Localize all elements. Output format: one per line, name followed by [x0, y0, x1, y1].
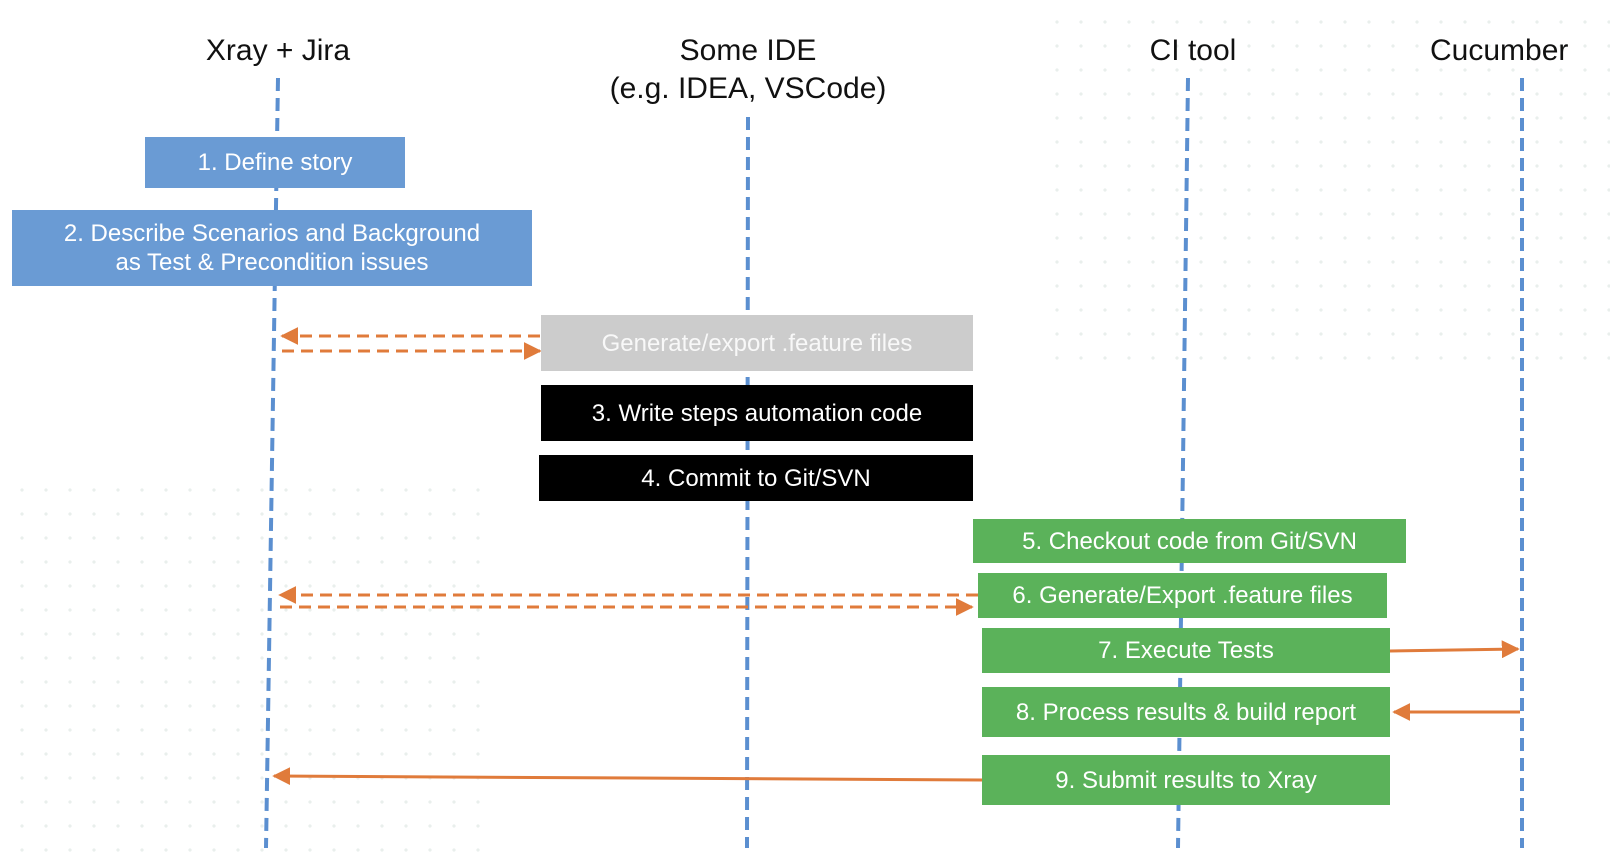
step-6-generate-export: 6. Generate/Export .feature files	[978, 573, 1387, 618]
step-4-commit: 4. Commit to Git/SVN	[539, 455, 973, 501]
step-4-label: 4. Commit to Git/SVN	[641, 464, 871, 492]
step-7-execute-tests: 7. Execute Tests	[982, 628, 1390, 673]
step-3-label: 3. Write steps automation code	[591, 399, 923, 427]
lane-title-ide-line2: (e.g. IDEA, VSCode)	[609, 72, 887, 105]
step-1-define-story: 1. Define story	[145, 137, 405, 188]
step-generate-export-feature: Generate/export .feature files	[541, 315, 973, 371]
lane-title-ci: CI tool	[1149, 34, 1237, 67]
step-6-label: 6. Generate/Export .feature files	[1012, 582, 1353, 609]
step-2-label-line1: 2. Describe Scenarios and Background	[63, 220, 481, 247]
step-2-label-line2: as Test & Precondition issues	[115, 249, 429, 276]
lane-title-xray: Xray + Jira	[205, 34, 351, 67]
lifeline-xray	[264, 77, 280, 849]
step-3-write-steps: 3. Write steps automation code	[541, 385, 973, 441]
step-8-process-results: 8. Process results & build report	[982, 687, 1390, 737]
step-1-label: 1. Define story	[197, 149, 353, 176]
step-5-checkout: 5. Checkout code from Git/SVN	[973, 519, 1406, 563]
step-8-label: 8. Process results & build report	[1015, 698, 1357, 726]
arrow-execute-to-cucumber	[1389, 640, 1520, 659]
step-7-label: 7. Execute Tests	[1098, 637, 1274, 664]
arrow-submit-to-xray	[272, 767, 983, 786]
step-2-describe-scenarios: 2. Describe Scenarios and Background as …	[12, 210, 532, 286]
generate-export-label: Generate/export .feature files	[601, 329, 913, 357]
step-9-label: 9. Submit results to Xray	[1055, 766, 1317, 794]
lane-title-ide: Some IDE (e.g. IDEA, VSCode)	[578, 32, 918, 108]
lane-title-ide-line1: Some IDE	[679, 34, 817, 67]
lane-title-cucumber: Cucumber	[1430, 34, 1569, 67]
step-5-label: 5. Checkout code from Git/SVN	[1022, 527, 1357, 555]
dot-pattern-top-right	[1045, 10, 1610, 380]
step-9-submit-results: 9. Submit results to Xray	[982, 755, 1390, 805]
dot-pattern-bottom-left	[10, 478, 500, 864]
